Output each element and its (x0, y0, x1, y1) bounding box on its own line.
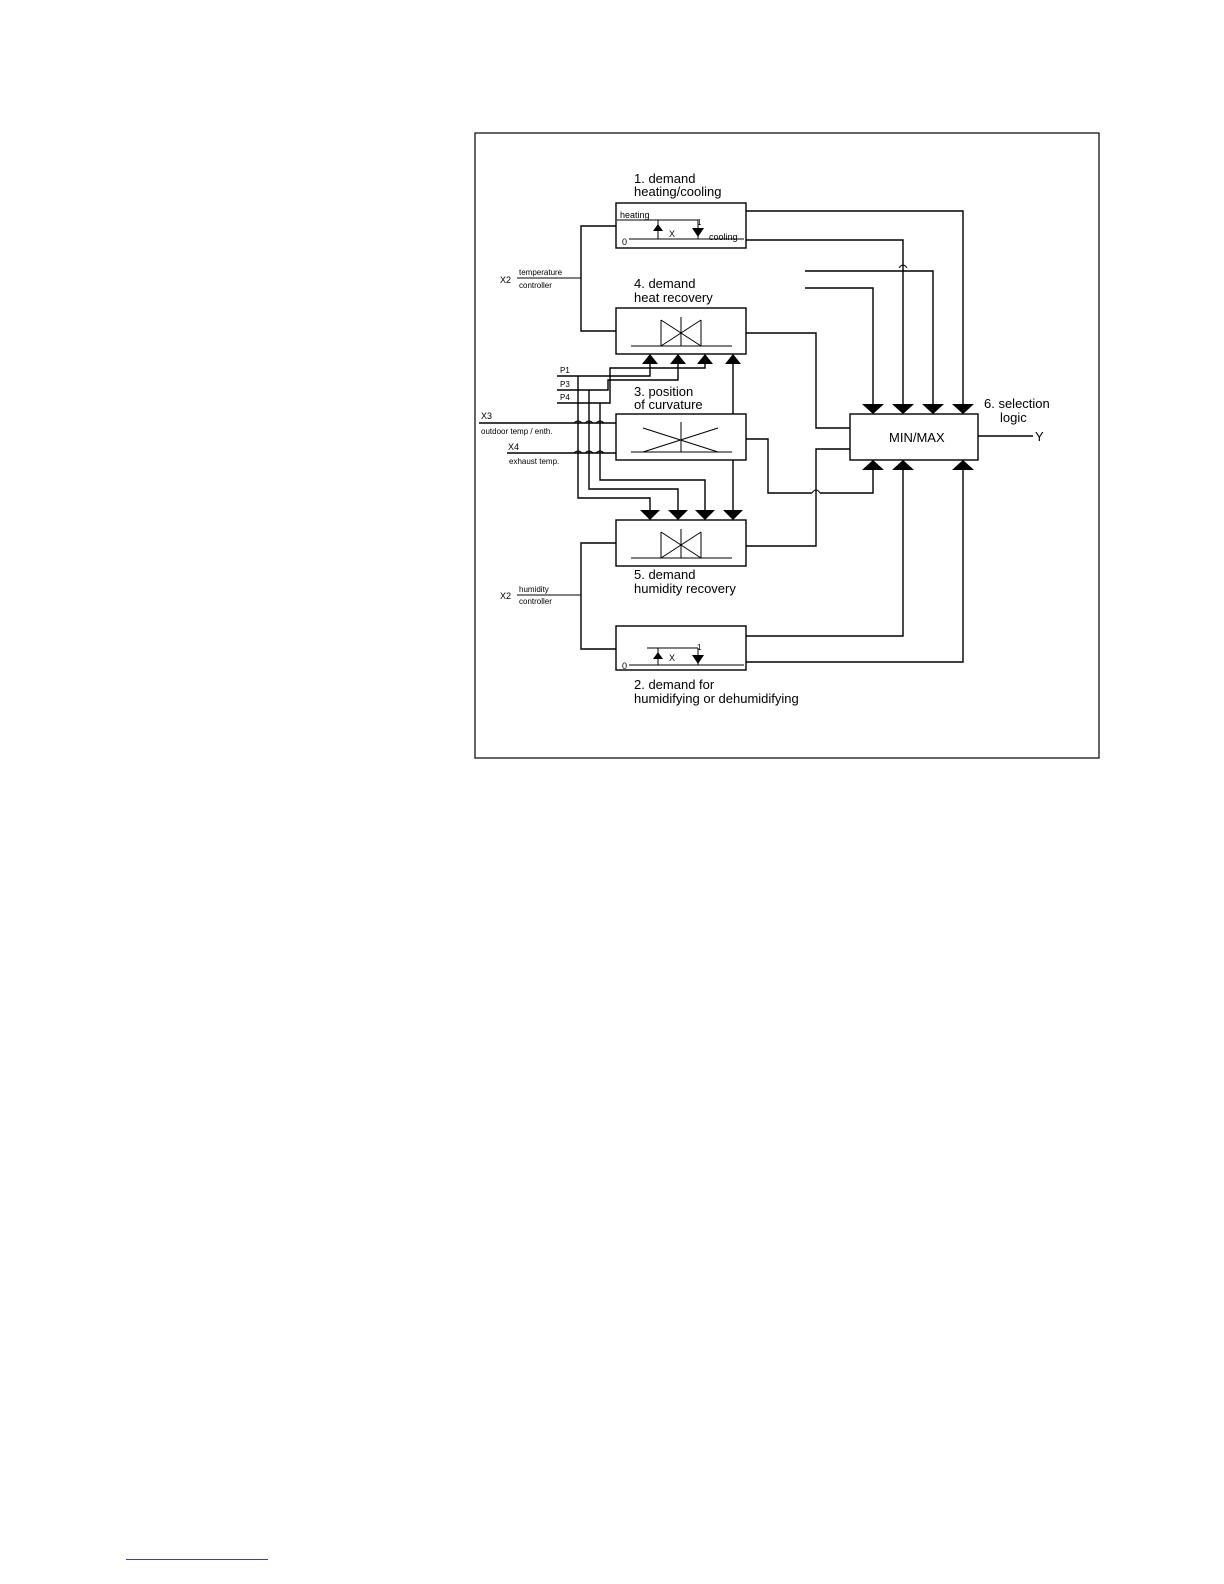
block5-input-arrows (640, 510, 743, 520)
block4-output-wire (746, 332, 850, 429)
block4-title-line2: heat recovery (634, 290, 713, 305)
block5-output-wire (746, 448, 850, 547)
block1-x-label: X (669, 229, 675, 239)
exhaust-input-label: exhaust temp. (509, 457, 559, 466)
block3-title-line2: of curvature (634, 397, 703, 412)
block1-characteristic-icon (617, 219, 744, 240)
diagram-frame (474, 132, 1100, 759)
block4-input-arrows (642, 354, 741, 364)
block2-title-line1: 2. demand for (634, 677, 715, 692)
block1-one-label: 1 (697, 218, 702, 227)
block3-curve-icon (631, 422, 732, 453)
block2-characteristic-icon (629, 647, 744, 666)
block5-title-line2: humidity recovery (634, 581, 736, 596)
footnote-rule (126, 1559, 268, 1560)
block1-title-line1: 1. demand (634, 171, 695, 186)
humid-input-wire (580, 542, 616, 650)
humid-input-line2: controller (519, 597, 552, 606)
block6-min-max (849, 413, 979, 461)
block4-curve-icon (631, 317, 732, 347)
block1-output-wires (746, 210, 964, 404)
outdoor-input-signal: X3 (481, 411, 492, 421)
humid-input-line1: humidity (519, 585, 549, 594)
temp-input-signal: X2 (500, 275, 511, 285)
block2-humidifying-dehumidifying (615, 625, 747, 671)
exhaust-input-signal: X4 (508, 442, 519, 452)
block6-title-line2: logic (1000, 410, 1027, 425)
temp-input-line1: temperature (519, 268, 563, 277)
param-p4-label: P4 (560, 393, 570, 402)
block1-heating-label: heating (620, 210, 650, 220)
temp-input-line2: controller (519, 281, 552, 290)
block2-zero-label: 0 (622, 661, 627, 671)
block5-title-line1: 5. demand (634, 567, 695, 582)
block6-label: MIN/MAX (889, 430, 945, 445)
block4-title-line1: 4. demand (634, 276, 695, 291)
block2-x-label: X (669, 653, 675, 663)
block1-zero-label: 0 (622, 237, 627, 247)
block6-title-line1: 6. selection (984, 396, 1050, 411)
sensor-bus-wires (479, 364, 734, 510)
block2-title-line2: humidifying or dehumidifying (634, 691, 799, 706)
outdoor-input-label: outdoor temp / enth. (481, 427, 553, 436)
block2-output-wires (746, 470, 964, 663)
block1-heating-cooling (615, 202, 747, 249)
block6-top-arrows (862, 404, 974, 414)
block3-title-line1: 3. position (634, 384, 693, 399)
temp-input-wire (580, 225, 616, 332)
output-y-label: Y (1035, 429, 1044, 444)
block1-cooling-label: cooling (709, 232, 738, 242)
param-p1-label: P1 (560, 366, 570, 375)
block6-bottom-arrows (862, 460, 974, 470)
external-input-wires (805, 270, 934, 404)
block1-title-line2: heating/cooling (634, 184, 721, 199)
param-p3-label: P3 (560, 380, 570, 389)
humid-input-signal: X2 (500, 591, 511, 601)
block5-curve-icon (631, 529, 732, 559)
block2-one-label: 1 (697, 643, 702, 652)
